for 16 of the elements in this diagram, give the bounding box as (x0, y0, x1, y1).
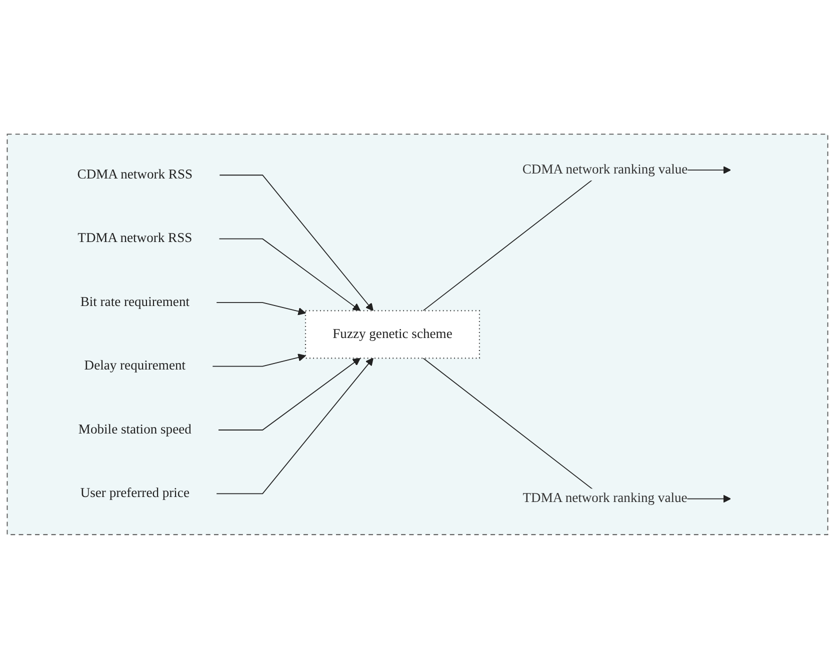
node-text: TDMA network RSS (78, 230, 192, 246)
arrow (218, 238, 361, 311)
node-box: Fuzzy genetic scheme (304, 310, 480, 358)
cluster (6, 133, 828, 535)
arrow (216, 302, 306, 315)
node-text: Bit rate requirement (80, 294, 190, 310)
arrow (218, 357, 361, 430)
arrow (216, 357, 374, 494)
node-text: Delay requirement (84, 358, 186, 373)
arrow (212, 353, 306, 366)
node-text: Mobile station speed (78, 422, 192, 437)
node-text: User preferred price (80, 486, 190, 500)
arrow (219, 174, 374, 311)
node-text: CDMA network RSS (77, 167, 193, 182)
edge-label: CDMA network ranking value (522, 162, 688, 177)
edge-label: TDMA network ranking value (522, 490, 688, 506)
